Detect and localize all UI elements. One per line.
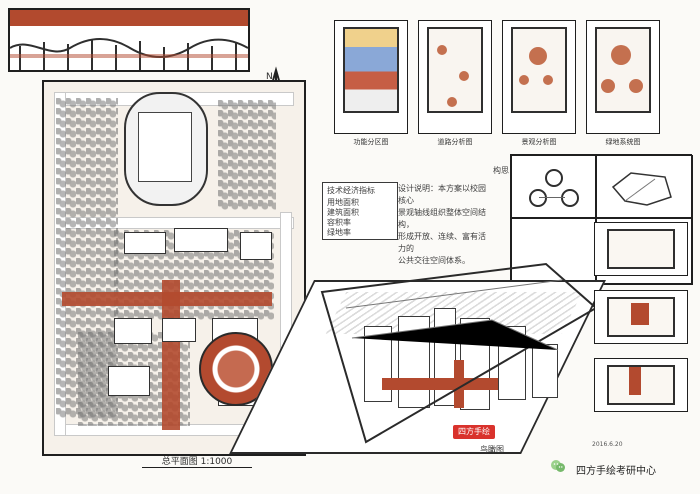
- concept-cell: [511, 155, 597, 219]
- side-studies: [592, 222, 696, 480]
- diagram-label: 绿地系统图: [605, 138, 641, 146]
- sports-field: [138, 112, 192, 182]
- design-notes: 设计说明：本方案以校园核心 景观轴线组织整体空间结构， 形成开放、连续、富有活力…: [398, 183, 492, 267]
- title-band: [10, 10, 248, 26]
- notes-row: 建筑面积: [327, 208, 359, 217]
- plan-main-axis-vertical: [162, 280, 180, 430]
- notes-row: 容积率: [327, 218, 351, 227]
- concept-title: 构思: [493, 166, 509, 175]
- brand-stamp: 四方手绘: [453, 425, 495, 439]
- study-sketch: [594, 358, 688, 412]
- concept-node: [545, 169, 563, 187]
- diagram-label: 功能分区图: [353, 138, 389, 146]
- title-linework: [10, 38, 248, 70]
- building: [162, 318, 196, 342]
- bird-caption: 鸟瞰图: [480, 445, 504, 454]
- design-note-line: 公共交往空间体系。: [398, 256, 470, 265]
- study-shape: [607, 229, 675, 269]
- study-shape: [607, 365, 675, 405]
- building: [108, 366, 150, 396]
- design-note-line: 形成开放、连续、富有活力的: [398, 232, 486, 253]
- road-node: [437, 45, 447, 55]
- signature: 2016.6.20: [592, 441, 623, 448]
- concept-node: [529, 189, 547, 207]
- notes-title: 技术经济指标: [327, 186, 375, 195]
- technical-notes: 技术经济指标 用地面积 建筑面积 容积率 绿地率: [322, 182, 398, 240]
- bird-block: [532, 344, 558, 398]
- green-node: [611, 45, 631, 65]
- road-node: [459, 71, 469, 81]
- study-sketch: [594, 290, 688, 344]
- function-shape: [343, 27, 399, 113]
- notes-row: 绿地率: [327, 228, 351, 237]
- concept-node: [561, 189, 579, 207]
- diagram-landscape: 景观分析图: [502, 20, 576, 146]
- notes-row: 用地面积: [327, 198, 359, 207]
- concept-sketch-1: [611, 172, 672, 206]
- green-node: [629, 79, 643, 93]
- landscape-node: [543, 75, 553, 85]
- green-node: [601, 79, 615, 93]
- watermark: 四方手绘考研中心: [576, 466, 656, 477]
- green-shape: [595, 27, 651, 113]
- landscape-node: [529, 47, 547, 65]
- building: [124, 232, 166, 254]
- diagram-label: 道路分析图: [437, 138, 473, 146]
- design-note-line: 景观轴线组织整体空间结构，: [398, 208, 486, 229]
- study-accent: [631, 303, 649, 325]
- wechat-icon: [551, 460, 565, 472]
- analysis-diagrams: 功能分区图 道路分析图 景观分析图 绿地系统图: [326, 10, 698, 146]
- landscape-node: [519, 75, 529, 85]
- building: [114, 318, 152, 344]
- north-label: N: [266, 72, 273, 82]
- bird-red-axis-vertical: [454, 360, 464, 408]
- concept-arrow: [539, 197, 565, 198]
- landscape-shape: [511, 27, 567, 113]
- road-node: [447, 97, 457, 107]
- study-accent: [629, 367, 641, 395]
- design-note-line: 设计说明：本方案以校园核心: [398, 184, 486, 205]
- sports-track: [124, 92, 208, 206]
- study-sketch: [594, 222, 688, 276]
- plan-trees-northeast: [218, 100, 276, 210]
- title-strip: [8, 8, 250, 72]
- diagram-road: 道路分析图: [418, 20, 492, 146]
- diagram-label: 景观分析图: [521, 138, 557, 146]
- building: [240, 232, 272, 260]
- diagram-function: 功能分区图: [334, 20, 408, 146]
- diagram-green: 绿地系统图: [586, 20, 660, 146]
- building: [174, 228, 228, 252]
- plan-caption: 总平面图 1:1000: [142, 454, 252, 468]
- concept-cell: [595, 155, 693, 219]
